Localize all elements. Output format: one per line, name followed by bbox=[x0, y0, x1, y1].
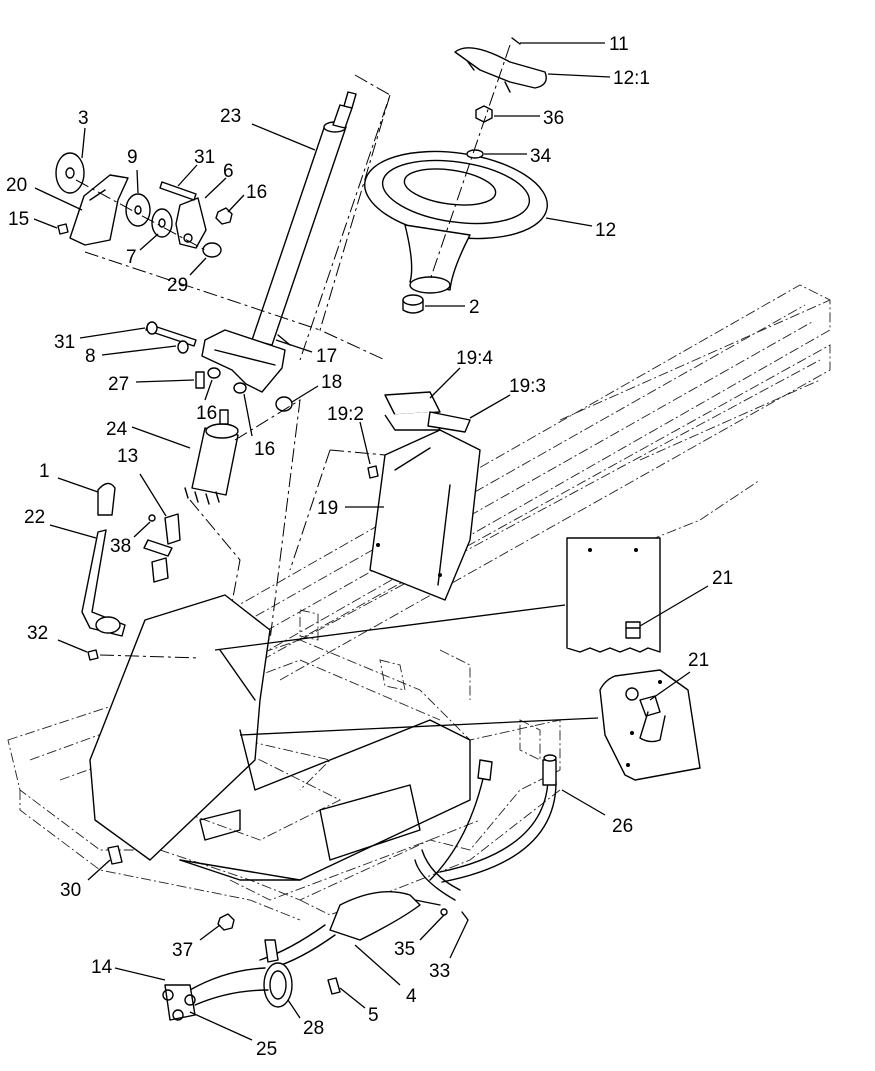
fitting-35-33 bbox=[440, 908, 469, 921]
callout-3: 3 bbox=[78, 108, 89, 129]
console-bracket-19-4 bbox=[384, 391, 441, 431]
bolt-5 bbox=[327, 977, 341, 995]
washer-7 bbox=[151, 208, 173, 238]
callout-25: 25 bbox=[256, 1039, 277, 1060]
bolt-31-lower bbox=[145, 321, 197, 347]
callout-32: 32 bbox=[27, 623, 48, 644]
steering-column-23 bbox=[251, 91, 357, 346]
callout-4: 4 bbox=[406, 986, 417, 1007]
callout-13: 13 bbox=[117, 446, 138, 467]
bolt-30 bbox=[107, 845, 123, 865]
callout-8: 8 bbox=[85, 346, 96, 367]
front-cover bbox=[89, 594, 471, 881]
callout-12: 12 bbox=[595, 220, 616, 241]
callout-6: 6 bbox=[223, 161, 234, 182]
callout-31: 31 bbox=[194, 147, 215, 168]
switch-13 bbox=[143, 513, 181, 583]
leader-inset-cover bbox=[239, 717, 599, 736]
callout-18: 18 bbox=[321, 372, 342, 393]
callout-29: 29 bbox=[167, 275, 188, 296]
callout-11: 11 bbox=[609, 34, 629, 55]
screw-11 bbox=[511, 37, 521, 45]
callouts: 11 12:1 36 34 12 2 23 3 9 31 6 20 16 15 … bbox=[6, 34, 733, 1060]
callout-19: 19 bbox=[317, 498, 338, 519]
callout-35: 35 bbox=[394, 939, 415, 960]
screw-38 bbox=[148, 514, 156, 522]
nut-36 bbox=[475, 105, 493, 123]
clamp-28 bbox=[263, 939, 293, 1008]
callout-27: 27 bbox=[108, 374, 129, 395]
bolt-27 bbox=[195, 371, 205, 389]
washer-9 bbox=[125, 193, 151, 227]
callout-16c: 16 bbox=[254, 439, 275, 460]
screw-32 bbox=[87, 649, 99, 661]
console-bracket-19-3 bbox=[427, 411, 471, 433]
hydraulic-lines bbox=[414, 759, 493, 901]
callout-7: 7 bbox=[126, 247, 137, 268]
callout-5: 5 bbox=[368, 1005, 379, 1026]
steering-unit-24 bbox=[184, 409, 239, 505]
callout-38: 38 bbox=[110, 536, 131, 557]
callout-19-4: 19:4 bbox=[456, 348, 493, 369]
callout-15: 15 bbox=[8, 209, 29, 230]
washer-8 bbox=[177, 340, 189, 354]
nut-15 bbox=[57, 223, 69, 235]
knob-1 bbox=[97, 482, 116, 516]
callout-19-3: 19:3 bbox=[509, 376, 546, 397]
hose-26 bbox=[439, 754, 557, 883]
callout-28: 28 bbox=[303, 1018, 324, 1039]
nut-16-left bbox=[207, 367, 221, 379]
callout-23: 23 bbox=[220, 106, 241, 127]
callout-14: 14 bbox=[91, 957, 113, 978]
callout-34: 34 bbox=[530, 146, 552, 167]
callout-2: 2 bbox=[469, 297, 480, 318]
callout-21a: 21 bbox=[712, 568, 733, 589]
pivot-bracket-17 bbox=[201, 329, 291, 393]
callout-24: 24 bbox=[106, 419, 128, 440]
callout-19-2: 19:2 bbox=[327, 404, 364, 425]
nut-37 bbox=[217, 913, 235, 931]
callout-1: 1 bbox=[39, 461, 50, 482]
callout-37: 37 bbox=[172, 940, 193, 961]
callout-9: 9 bbox=[127, 147, 138, 168]
screw-19-2 bbox=[367, 465, 379, 479]
callout-22: 22 bbox=[24, 507, 45, 528]
bolt-31-upper bbox=[159, 181, 197, 201]
callout-31b: 31 bbox=[54, 332, 75, 353]
steering-cap-12-1 bbox=[454, 47, 547, 93]
console-panel-19 bbox=[369, 429, 481, 601]
callout-21b: 21 bbox=[688, 650, 709, 671]
washer-34 bbox=[466, 149, 484, 159]
callout-12-1: 12:1 bbox=[613, 68, 650, 89]
fitting-assembly-14-25 bbox=[162, 967, 269, 1021]
callout-20: 20 bbox=[6, 175, 27, 196]
decal-21-inset-cover bbox=[599, 669, 701, 781]
mount-bracket-20 bbox=[69, 174, 129, 246]
callout-17: 17 bbox=[316, 346, 337, 367]
callout-26: 26 bbox=[612, 816, 633, 837]
washer-3 bbox=[55, 152, 85, 194]
spacer-18 bbox=[275, 396, 293, 412]
nut-16-right bbox=[233, 382, 247, 394]
decal-21-inset-panel bbox=[566, 537, 661, 653]
nut-29 bbox=[202, 242, 222, 258]
callout-16a: 16 bbox=[246, 182, 267, 203]
callout-16b: 16 bbox=[196, 403, 217, 424]
callout-36: 36 bbox=[543, 108, 564, 129]
steering-adapter-2 bbox=[402, 294, 424, 314]
leader-inset-panel bbox=[214, 604, 566, 651]
plate-6 bbox=[175, 197, 207, 249]
lever-22 bbox=[81, 529, 126, 637]
callout-33: 33 bbox=[429, 961, 450, 982]
steering-wheel bbox=[364, 150, 548, 294]
callout-30: 30 bbox=[60, 880, 81, 901]
